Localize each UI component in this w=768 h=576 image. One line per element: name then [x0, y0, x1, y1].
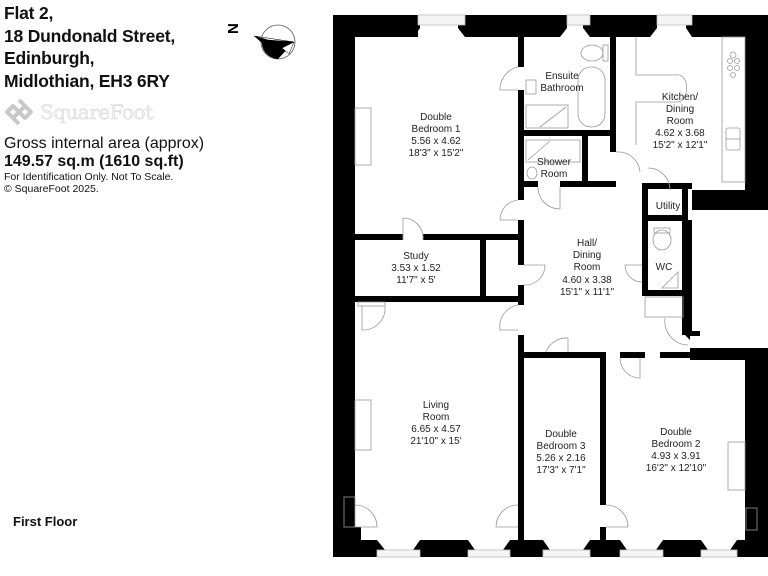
brand-name: SquareFoot [40, 100, 153, 124]
room-name: Study [403, 251, 429, 262]
room-name: Bathroom [540, 83, 583, 94]
room-name: Bedroom 1 [412, 124, 461, 135]
squarefoot-logo-icon [5, 98, 33, 126]
room-shower-room[interactable]: Shower Room [537, 157, 572, 180]
copyright: © SquareFoot 2025. [4, 183, 99, 195]
room-dimensions-metric: 4.93 x 3.91 [651, 451, 701, 462]
room-dimensions-imperial: 16'2" x 12'10" [646, 463, 707, 474]
room-name: Utility [656, 201, 680, 212]
room-name: WC [656, 262, 673, 273]
room-name: Living [423, 400, 449, 411]
room-study[interactable]: Study 3.53 x 1.52 11'7" x 5' [391, 251, 441, 286]
entrance-arrow-icon [683, 327, 700, 340]
room-name: Shower [537, 157, 572, 168]
address-line-1: Flat 2, [4, 3, 54, 23]
north-compass-icon: N [225, 23, 296, 60]
room-dimensions-metric: 5.26 x 2.16 [536, 453, 586, 464]
room-dimensions-imperial: 15'1" x 11'1" [560, 287, 615, 298]
room-bedroom-3[interactable]: Double Bedroom 3 5.26 x 2.16 17'3" x 7'1… [536, 429, 586, 476]
room-dimensions-metric: 5.56 x 4.62 [411, 136, 461, 147]
address-line-3: Edinburgh, [4, 48, 95, 68]
disclaimer: For Identification Only. Not To Scale. [4, 171, 174, 183]
room-name: Double [545, 429, 577, 440]
room-name: Dining [573, 250, 601, 261]
room-dimensions-metric: 4.60 x 3.38 [562, 275, 612, 286]
room-name: Bedroom 2 [652, 439, 701, 450]
gross-area-label: Gross internal area (approx) [4, 135, 205, 152]
room-name: Double [660, 427, 692, 438]
room-dimensions-imperial: 15'2" x 12'1" [653, 140, 708, 151]
door-swings [354, 66, 689, 528]
room-living-room[interactable]: Living Room 6.65 x 4.57 21'10" x 15' [410, 400, 461, 447]
room-name: Room [423, 412, 450, 423]
address-line-4: Midlothian, EH3 6RY [4, 70, 170, 91]
brand-logo: SquareFoot [4, 96, 219, 128]
room-dimensions-imperial: 21'10" x 15' [410, 436, 461, 447]
room-ensuite-bathroom[interactable]: Ensuite Bathroom [540, 71, 583, 94]
room-dimensions-metric: 6.65 x 4.57 [411, 424, 461, 435]
room-dimensions-metric: 3.53 x 1.52 [391, 263, 441, 274]
room-name: Room [541, 169, 568, 180]
room-dimensions-imperial: 17'3" x 7'1" [536, 465, 586, 476]
room-dimensions-imperial: 18'3" x 15'2" [409, 148, 464, 159]
room-name: Kitchen/ [662, 92, 698, 103]
room-dimensions-imperial: 11'7" x 5' [396, 275, 436, 286]
room-name: Hall/ [577, 238, 597, 249]
north-label: N [225, 23, 242, 34]
room-bedroom-2[interactable]: Double Bedroom 2 4.93 x 3.91 16'2" x 12'… [646, 427, 707, 474]
room-name: Double [420, 112, 452, 123]
room-name: Room [667, 116, 694, 127]
room-bedroom-1[interactable]: Double Bedroom 1 5.56 x 4.62 18'3" x 15'… [409, 112, 464, 159]
address-line-2: 18 Dundonald Street, [4, 25, 176, 46]
room-name: Ensuite [545, 71, 579, 82]
room-kitchen-dining[interactable]: Kitchen/ Dining Room 4.62 x 3.68 15'2" x… [653, 92, 708, 151]
room-hall-dining[interactable]: Hall/ Dining Room 4.60 x 3.38 15'1" x 11… [560, 238, 615, 298]
room-name: Bedroom 3 [537, 441, 586, 452]
room-name: Dining [666, 104, 694, 115]
gross-area-value: 149.57 sq.m (1610 sq.ft) [4, 153, 184, 170]
room-dimensions-metric: 4.62 x 3.68 [655, 128, 705, 139]
property-info-panel: Flat 2, 18 Dundonald Street, Edinburgh, … [4, 2, 219, 195]
room-wc[interactable]: WC [656, 262, 673, 273]
interior-walls [355, 37, 692, 540]
room-utility[interactable]: Utility [656, 201, 680, 212]
floor-label: First Floor [13, 514, 78, 529]
room-name: Room [574, 262, 601, 273]
